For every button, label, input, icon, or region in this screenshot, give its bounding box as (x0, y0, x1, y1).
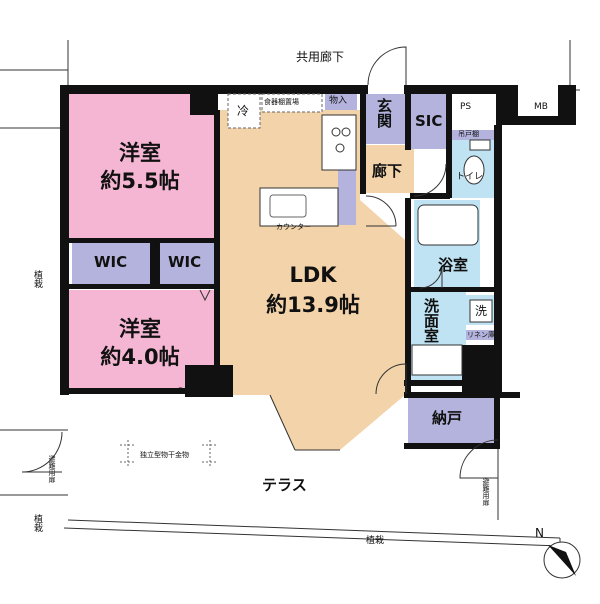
storage-in-label: 物入 (329, 96, 348, 106)
kitchen-counter (227, 93, 357, 227)
shoe-fill (452, 130, 496, 140)
planting-bottom-label: 植栽 (366, 536, 385, 546)
washer-label: 洗 (475, 304, 488, 318)
planting-left-top-label: 植栽 (32, 270, 42, 288)
kitchen-strip-fill (338, 170, 356, 225)
wic-left-label: WIC (94, 253, 128, 271)
walls (60, 85, 576, 449)
entrance-label: 玄関 (375, 98, 393, 128)
ps-top-label: PS (460, 102, 472, 112)
closet-fill (408, 398, 496, 444)
fridge-label: 冷 (237, 104, 250, 118)
closet-label: 納戸 (432, 409, 463, 427)
wic-left-fill (72, 242, 150, 284)
ldk-size: 約13.9帖 (266, 293, 360, 317)
wic-right-fill (160, 242, 214, 284)
dish-shelf-label: 食器棚置場 (264, 98, 299, 106)
mb-label: MB (534, 102, 548, 112)
washroom-label: 洗面室 (422, 298, 440, 343)
linen-label: リネン庫 (467, 331, 495, 339)
clothes-pole (120, 440, 218, 468)
clothes-pole-label: 独立型物干金物 (140, 451, 189, 459)
evac-door-left-label: 避難用扉 (48, 455, 56, 483)
room-4-0-size: 約4.0帖 (100, 345, 180, 369)
room-4-0-name: 洋室 (119, 317, 161, 341)
room-5-5-fill (68, 93, 218, 238)
toilet-label: トイレ (456, 172, 484, 182)
evac-door-right-label: 避難用扉 (482, 478, 490, 506)
linen-fill (466, 330, 496, 340)
hallway-label: 廊下 (372, 162, 403, 180)
room-5-5-name: 洋室 (119, 141, 161, 165)
entrance-fill (364, 94, 408, 144)
north-arrow (543, 541, 581, 579)
sanitary-fixtures (411, 139, 493, 376)
room-5-5-size: 約5.5帖 (100, 169, 180, 193)
bath-label: 浴室 (438, 256, 469, 274)
shoe-cabinet-label: 吊戸棚 (458, 130, 479, 138)
north-label: N (535, 526, 544, 540)
terrace-label: テラス (262, 476, 307, 494)
planting-left-bottom-label: 植栽 (32, 514, 42, 532)
ldk-label: LDK (289, 263, 337, 287)
ps-bottom-label: PS (178, 387, 190, 397)
hallway-fill (362, 145, 414, 193)
site-lines (0, 40, 580, 560)
storage-in-fill (325, 94, 357, 110)
sic-label: SIC (415, 112, 443, 130)
ps-small-label: PS (151, 244, 159, 253)
sic-fill (409, 94, 449, 149)
counter-label: カウンター (276, 223, 311, 231)
wic-right-label: WIC (168, 253, 202, 271)
corridor-label: 共用廊下 (296, 50, 345, 64)
door-swings (21, 46, 499, 479)
